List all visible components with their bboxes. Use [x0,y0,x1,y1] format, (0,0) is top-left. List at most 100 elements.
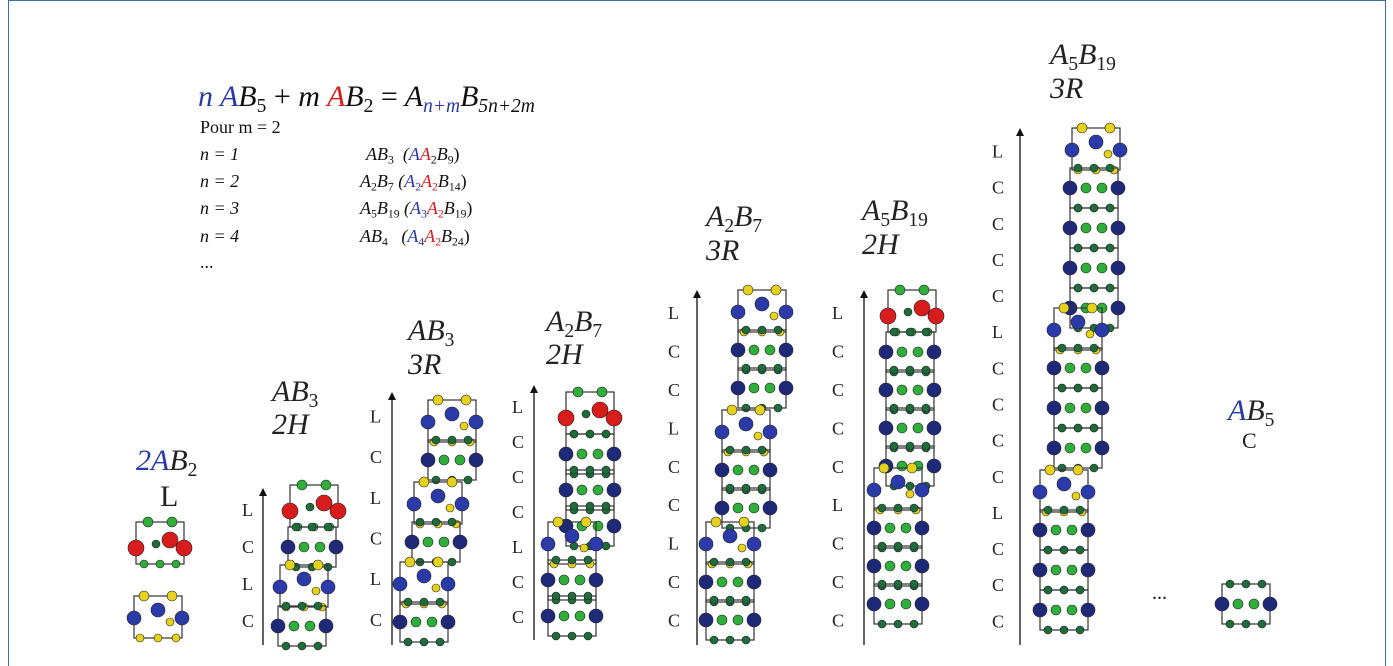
atom-b [166,516,178,528]
atom-b [291,522,301,532]
atom-a [746,612,762,628]
stacking-letter: L [370,488,381,508]
stacking-letter: C [668,495,680,515]
atom-b [1073,243,1083,253]
atom-b [1080,442,1092,454]
atom-b [905,403,915,413]
atom-a [1062,220,1078,236]
atom-b [419,597,429,607]
atom-b [447,557,457,567]
atom-a [406,496,422,512]
atom-b [737,543,747,553]
stacking-letter: C [992,286,1004,306]
atom-b [419,637,429,647]
atom-b [601,501,611,511]
atom-b [569,501,579,511]
atom-b [155,559,165,569]
atom-b [1043,505,1053,515]
atom-b [576,484,588,496]
atom-a [468,452,484,468]
atom-b [138,590,150,602]
atom-b [1080,182,1092,194]
atom-b [1080,362,1092,374]
atom-b [585,429,595,439]
atom-b [1232,598,1244,610]
row-formula-3: A5B19 (A3A2B19) [360,198,473,221]
atom-b [1086,302,1098,314]
atom-a [430,488,446,504]
atom-b [748,464,760,476]
atom-b [877,541,887,551]
atom-b [769,311,779,321]
atom-b [284,559,296,571]
stacking-letter: C [992,467,1004,487]
atom-a [1062,180,1078,196]
row-n4: n = 4 [200,226,240,246]
structure-type-3R-a: 3R [408,348,442,381]
atom-a [296,571,312,587]
atom-a [161,531,179,549]
atom-b [909,619,919,629]
atom-b [912,384,924,396]
atom-b [432,394,444,406]
atom-a [588,572,604,588]
atom-b [1257,579,1267,589]
atom-b [726,404,738,416]
atom-b [311,586,321,596]
atom-a [1046,400,1062,416]
atom-b [1043,545,1053,555]
stacking-letter: C [668,611,680,631]
atom-b [884,598,896,610]
atom-b [313,641,323,651]
atom-b [1073,163,1083,173]
stacking-letter: C [992,178,1004,198]
pour-label: Pour m = 2 [200,117,281,137]
atom-b [601,429,611,439]
atom-a [866,482,882,498]
atom-a [318,618,334,634]
atom-a [404,534,420,550]
atom-b [403,637,413,647]
atom-a [738,416,754,432]
atom-a [558,446,574,462]
atom-b [447,435,457,445]
atom-a [1088,134,1104,150]
atom-b [297,641,307,651]
atom-b [1248,598,1260,610]
stacking-letter: C [832,418,844,438]
atom-b [1073,383,1083,393]
atom-b [1075,545,1085,555]
atom-b [166,590,178,602]
atom-b [1105,243,1115,253]
stacking-letter: C [668,341,680,361]
atom-b [878,462,890,474]
atom-a [913,299,931,317]
atom-a [746,574,762,590]
atom-a [1094,440,1110,456]
atom-b [446,476,458,488]
atom-b [431,583,441,593]
atom-b [431,435,441,445]
atom-b [732,464,744,476]
atom-b [579,543,589,553]
atom-b [1057,463,1067,473]
structure-label-A2B7-3R: A2B7 [706,200,763,237]
atom-b [142,516,154,528]
stacking-letter: C [512,467,524,487]
atom-b [905,327,915,337]
atom-b [1064,442,1076,454]
atom-b [1050,564,1062,576]
atom-b [1043,585,1053,595]
atom-b [909,541,919,551]
atom-b [1073,423,1083,433]
atom-b [709,595,719,605]
atom-b [921,327,931,337]
stacking-letter: L [242,574,253,594]
stacking-letter: L [832,303,843,323]
atom-a [1110,300,1126,316]
atom-a [540,536,556,552]
atom-b [1066,524,1078,536]
atom-a [174,610,190,626]
atom-a [329,502,347,520]
atom-b [757,325,767,335]
